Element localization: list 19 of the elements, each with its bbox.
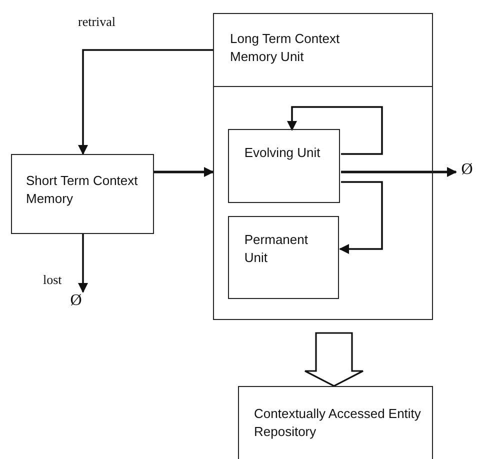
arrow <box>154 167 214 177</box>
process-box <box>228 129 340 204</box>
process-box <box>228 216 340 300</box>
node-label: Short Term Context Memory <box>26 172 139 208</box>
node-label: Long Term Context Memory Unit <box>230 30 341 66</box>
node-label: Contextually Accessed Entity Repository <box>254 405 422 440</box>
arrow <box>341 167 457 177</box>
empty-set-symbol: Ø <box>66 292 86 316</box>
container-box <box>213 13 433 320</box>
process-box <box>238 386 433 459</box>
arrow <box>78 234 88 293</box>
node-label: Permanent Unit <box>244 231 309 266</box>
arrow <box>78 49 213 155</box>
node-label: Evolving Unit <box>244 144 322 162</box>
arrow <box>287 106 383 155</box>
arrow <box>339 181 383 254</box>
process-box <box>11 154 154 234</box>
empty-set-symbol: Ø <box>456 161 478 185</box>
block-arrow <box>304 332 364 387</box>
